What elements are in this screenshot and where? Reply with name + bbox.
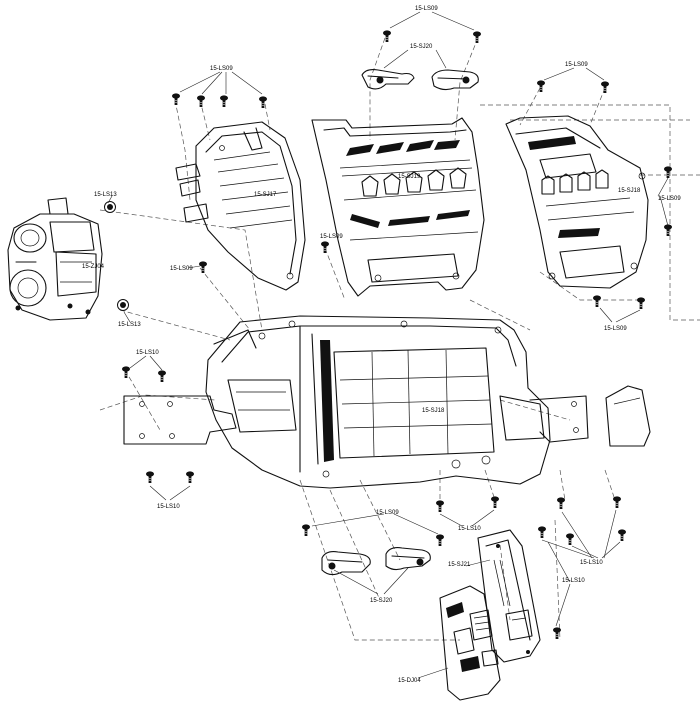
label-ls09-right-top: 15-LS09 xyxy=(565,62,588,68)
label-ls09-left-low: 15-LS09 xyxy=(170,266,193,272)
screw-icon xyxy=(565,533,575,546)
right-cover-sj18 xyxy=(505,115,649,289)
bottom-brackets-sj20 xyxy=(321,547,431,576)
label-sj18-chassis: 15-SJ18 xyxy=(422,408,445,414)
label-ls09-mid: 15-LS09 xyxy=(320,234,343,240)
screw-icons xyxy=(104,30,673,640)
part-labels: 15-LS09 15-SJ20 15-LS09 15-LS09 15-LS13 … xyxy=(82,6,681,684)
label-ls13-top: 15-LS13 xyxy=(94,192,117,198)
screw-icon xyxy=(157,370,167,383)
label-ls09-left: 15-LS09 xyxy=(210,66,233,72)
esc-board-dj04 xyxy=(439,585,501,701)
label-ls09-right-low: 15-LS09 xyxy=(604,326,627,332)
label-sj19: 15-SJ19 xyxy=(398,174,421,180)
screw-icon xyxy=(472,31,482,44)
screw-icon xyxy=(617,529,627,542)
gearbox-zj04 xyxy=(7,197,103,321)
screw-icon xyxy=(600,81,610,94)
screw-icon xyxy=(121,366,131,379)
label-ls13-bottom: 15-LS13 xyxy=(118,322,141,328)
screw-icon xyxy=(663,166,673,179)
screw-icon xyxy=(258,96,268,109)
assembly-guide-lines xyxy=(99,37,700,641)
screw-icon xyxy=(636,297,646,310)
screw-icon xyxy=(536,80,546,93)
washer-icon xyxy=(117,299,129,311)
screw-icon xyxy=(196,95,206,108)
label-ls10-left-top: 15-LS10 xyxy=(136,350,159,356)
label-sj20-top: 15-SJ20 xyxy=(410,44,433,50)
screw-icon xyxy=(490,496,500,509)
screw-icon xyxy=(320,241,330,254)
label-sj18-cover: 15-SJ18 xyxy=(618,188,641,194)
label-ls10-left-bottom: 15-LS10 xyxy=(157,504,180,510)
screw-icon xyxy=(185,471,195,484)
screw-icon xyxy=(537,526,547,539)
main-chassis-sj18 xyxy=(205,315,551,489)
screw-icon xyxy=(663,224,673,237)
label-dj04: 15-DJ04 xyxy=(398,678,421,684)
screw-icon xyxy=(301,524,311,537)
label-zj04: 15-ZJ04 xyxy=(82,264,105,270)
label-ls09-top: 15-LS09 xyxy=(415,6,438,12)
label-leader-lines xyxy=(107,11,669,679)
side-cover-sj17 xyxy=(175,121,306,291)
screw-icon xyxy=(592,295,602,308)
top-cover-sj19 xyxy=(311,117,485,297)
label-sj21: 15-SJ21 xyxy=(448,562,471,568)
screw-icon xyxy=(556,497,566,510)
washer-icon xyxy=(104,201,116,213)
label-sj20-bottom: 15-SJ20 xyxy=(370,598,393,604)
label-ls10-mid: 15-LS10 xyxy=(458,526,481,532)
label-ls10-right: 15-LS10 xyxy=(580,560,603,566)
screw-icon xyxy=(612,496,622,509)
screw-icon xyxy=(435,534,445,547)
top-brackets-sj20 xyxy=(361,69,479,91)
label-ls10-right-low: 15-LS10 xyxy=(562,578,585,584)
battery-tray-sj21 xyxy=(477,529,541,663)
screw-icon xyxy=(435,500,445,513)
screw-icon xyxy=(219,95,229,108)
label-sj17: 15-SJ17 xyxy=(254,192,277,198)
screw-icon xyxy=(145,471,155,484)
side-rails xyxy=(123,385,651,447)
label-ls09-right-side: 15-LS09 xyxy=(658,196,681,202)
screw-icon xyxy=(198,261,208,274)
label-ls09-bottom: 15-LS09 xyxy=(376,510,399,516)
screw-icon xyxy=(171,93,181,106)
